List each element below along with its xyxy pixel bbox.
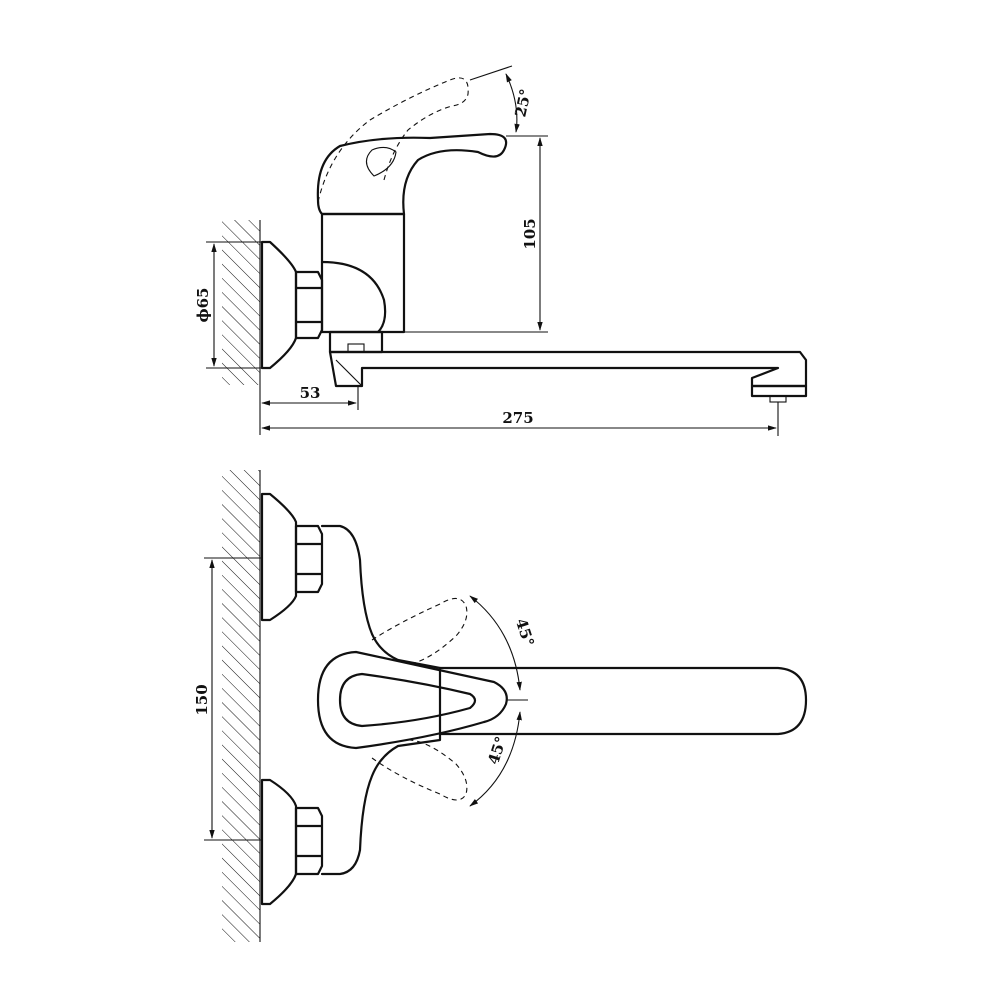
angle-lever-label: 25° bbox=[511, 87, 535, 118]
dim-diameter-label: ϕ65 bbox=[194, 288, 212, 323]
side-wall-flange bbox=[260, 240, 298, 370]
side-wall-hatch bbox=[222, 220, 260, 385]
top-lower-flange bbox=[260, 778, 298, 906]
angle-up-label: 45° bbox=[512, 616, 538, 649]
dim-spacing-label: 150 bbox=[193, 684, 211, 715]
angle-up-arc bbox=[469, 595, 522, 691]
angle-down-arc bbox=[469, 711, 522, 807]
side-lever-handle bbox=[316, 132, 508, 216]
top-lever-handle bbox=[316, 650, 508, 750]
side-spout bbox=[328, 350, 808, 388]
side-body-curve bbox=[320, 260, 387, 334]
top-mixer-body bbox=[320, 524, 442, 876]
dim-height-label: 105 bbox=[521, 218, 539, 249]
top-lever-hole bbox=[338, 672, 477, 728]
top-view: 45° 45° 150 bbox=[193, 470, 808, 942]
side-body-slot bbox=[347, 343, 365, 353]
top-lower-hex-nut bbox=[294, 806, 324, 876]
top-lever-rotated-up bbox=[371, 597, 468, 665]
dim-length-label: 275 bbox=[502, 409, 533, 427]
top-upper-flange bbox=[260, 492, 298, 622]
top-lever-rotated-down bbox=[371, 739, 468, 801]
top-spout bbox=[438, 666, 808, 736]
side-aerator bbox=[750, 384, 808, 398]
side-lever-hole bbox=[365, 146, 397, 177]
side-body-bottom bbox=[328, 330, 384, 354]
angle-lever-arc bbox=[505, 73, 520, 133]
side-spout-diagonal bbox=[335, 359, 363, 387]
side-lever-raised bbox=[317, 77, 469, 203]
side-hex-nut bbox=[294, 270, 324, 340]
side-view: ϕ65 105 25° 53 275 bbox=[194, 65, 808, 436]
angle-lever-ref1 bbox=[469, 65, 513, 81]
dim-offset-label: 53 bbox=[300, 384, 321, 402]
top-upper-hex-nut bbox=[294, 524, 324, 594]
top-wall-hatch bbox=[222, 470, 260, 942]
